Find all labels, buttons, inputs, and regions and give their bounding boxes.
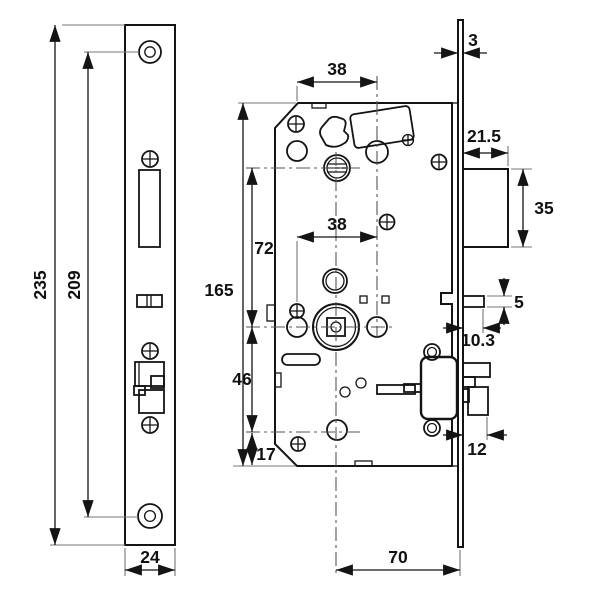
dim-label-70: 70 xyxy=(388,547,408,567)
dim-label-38-top: 38 xyxy=(327,59,347,79)
dim-label-235: 235 xyxy=(30,270,50,299)
dimension-aux-height-5: 5 xyxy=(487,278,524,325)
latch-bolt xyxy=(462,168,509,248)
mounting-hole-bottom-icon xyxy=(137,503,163,529)
lock-case-view xyxy=(266,102,459,467)
dimension-latch-depth: 21.5 xyxy=(463,126,509,166)
square-hole xyxy=(359,295,368,304)
dim-label-12: 12 xyxy=(467,439,487,459)
lower-hole xyxy=(326,419,348,441)
case-left-tab xyxy=(266,304,276,322)
phillips-screw-icon xyxy=(141,342,159,360)
dimension-plate-height: 235 xyxy=(30,24,125,546)
dim-label-21-5: 21.5 xyxy=(467,126,501,146)
dim-label-24: 24 xyxy=(140,547,160,567)
dimension-aux-depth: 10.3 xyxy=(443,309,501,350)
deadbolt-head xyxy=(462,362,491,416)
dim-label-38-mid: 38 xyxy=(327,214,347,234)
dim-label-10-3: 10.3 xyxy=(461,330,495,350)
auxiliary-bolt xyxy=(462,295,485,308)
case-left-tab xyxy=(274,372,282,388)
phillips-screw-small-icon xyxy=(401,133,415,147)
pin-hole xyxy=(339,386,351,398)
faceplate-edge-view xyxy=(457,19,509,548)
dim-label-17: 17 xyxy=(256,444,275,464)
cam-lever xyxy=(319,115,350,148)
slot-opening xyxy=(281,353,321,366)
dim-label-3: 3 xyxy=(468,30,478,50)
phillips-screw-icon xyxy=(141,150,159,168)
dim-label-46: 46 xyxy=(232,369,252,389)
case-bottom-notch xyxy=(354,460,373,467)
spring-bushing xyxy=(322,268,348,294)
dim-label-35: 35 xyxy=(534,198,554,218)
latch-window xyxy=(138,169,161,248)
dimension-plate-width: 24 xyxy=(124,547,176,576)
indicator-slot xyxy=(136,294,163,308)
dimension-17: 17 xyxy=(246,433,276,465)
faceplate-front-view xyxy=(124,24,176,546)
case-top-notch xyxy=(311,102,327,109)
dimension-backset-70: 70 xyxy=(336,547,461,576)
phillips-screw-icon xyxy=(378,213,396,231)
phillips-screw-icon xyxy=(289,303,305,319)
dimension-hole-spacing: 209 xyxy=(64,51,139,518)
dimension-72: 72 xyxy=(246,168,274,327)
dimension-case-height: 165 xyxy=(204,102,296,467)
square-hole xyxy=(381,295,390,304)
dimension-46: 46 xyxy=(232,327,258,432)
phillips-screw-icon xyxy=(141,416,159,434)
dimension-plate-thickness-3: 3 xyxy=(434,30,487,59)
cylinder-hole xyxy=(286,140,308,162)
dimension-mid-38: 38 xyxy=(296,214,377,302)
dim-label-5: 5 xyxy=(514,292,524,312)
dimension-top-38: 38 xyxy=(296,59,377,101)
stop-plate xyxy=(376,384,416,395)
phillips-screw-icon xyxy=(290,436,306,452)
phillips-screw-icon xyxy=(287,115,305,133)
dimension-bolt-throw-12: 12 xyxy=(443,417,507,459)
dim-label-209: 209 xyxy=(64,270,84,299)
pin-hole xyxy=(355,377,367,389)
dim-label-72: 72 xyxy=(254,238,274,258)
phillips-screw-icon xyxy=(430,153,448,171)
dimension-latch-height: 35 xyxy=(511,168,554,248)
latch-front-face xyxy=(133,361,165,414)
dim-label-165: 165 xyxy=(204,280,233,300)
